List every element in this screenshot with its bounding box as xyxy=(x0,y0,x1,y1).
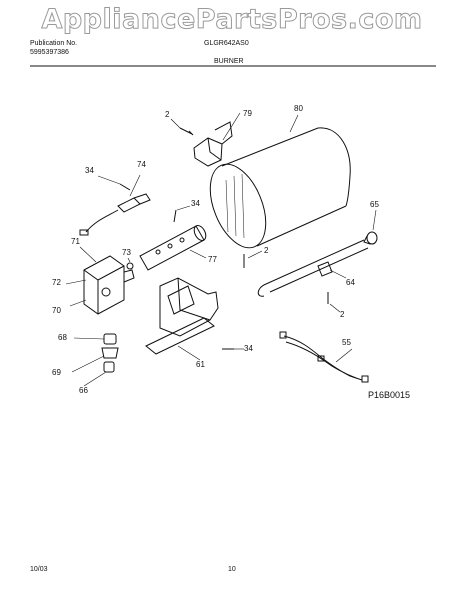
screw-middle xyxy=(173,205,191,223)
connector-part xyxy=(83,361,115,387)
section-title: BURNER xyxy=(214,58,244,65)
footer-date: 10/03 xyxy=(30,566,48,573)
model-number: GLGR642AS0 xyxy=(204,40,249,47)
leader-70 xyxy=(69,299,87,307)
screw-top xyxy=(170,118,194,136)
nut-part xyxy=(71,347,119,373)
wire-harness xyxy=(279,331,369,383)
callout-64: 64 xyxy=(346,278,355,287)
callout-34-middle: 34 xyxy=(191,199,200,208)
gas-valve xyxy=(65,246,135,315)
fitting-part xyxy=(73,333,117,345)
manifold-pipe xyxy=(257,239,369,297)
callout-79: 79 xyxy=(243,109,252,118)
publication-label: Publication No. xyxy=(30,40,78,47)
callout-73: 73 xyxy=(122,248,131,257)
callout-71: 71 xyxy=(71,237,80,246)
callout-77: 77 xyxy=(208,255,217,264)
cap-part xyxy=(363,209,378,245)
burner-tube xyxy=(139,225,207,271)
callout-55: 55 xyxy=(342,338,351,347)
callout-70: 70 xyxy=(52,306,61,315)
combustion-drum xyxy=(209,114,351,249)
callout-34-lower: 34 xyxy=(244,344,253,353)
callout-2-top: 2 xyxy=(165,110,170,119)
watermark: AppliancePartsPros.com xyxy=(41,4,423,36)
callout-65: 65 xyxy=(370,200,379,209)
bracket-part xyxy=(193,112,241,167)
screw-lower xyxy=(327,292,341,313)
callout-66: 66 xyxy=(79,386,88,395)
footer-page-number: 10 xyxy=(228,566,236,573)
nozzle-part xyxy=(126,257,134,270)
burner-bracket xyxy=(145,277,219,361)
callout-68: 68 xyxy=(58,333,67,342)
diagram-code: P16B0015 xyxy=(368,390,411,400)
publication-number: 5995397386 xyxy=(30,49,69,56)
screw-left-top xyxy=(97,175,131,191)
igniter-assembly xyxy=(79,174,151,236)
callout-72: 72 xyxy=(52,278,61,287)
callout-2-middle: 2 xyxy=(264,246,269,255)
callout-69: 69 xyxy=(52,368,61,377)
screw-mid xyxy=(243,250,263,268)
callout-80: 80 xyxy=(294,104,303,113)
callout-2-lower: 2 xyxy=(340,310,345,319)
callout-34-upper-left: 34 xyxy=(85,166,94,175)
callout-61: 61 xyxy=(196,360,205,369)
callout-74: 74 xyxy=(137,160,146,169)
